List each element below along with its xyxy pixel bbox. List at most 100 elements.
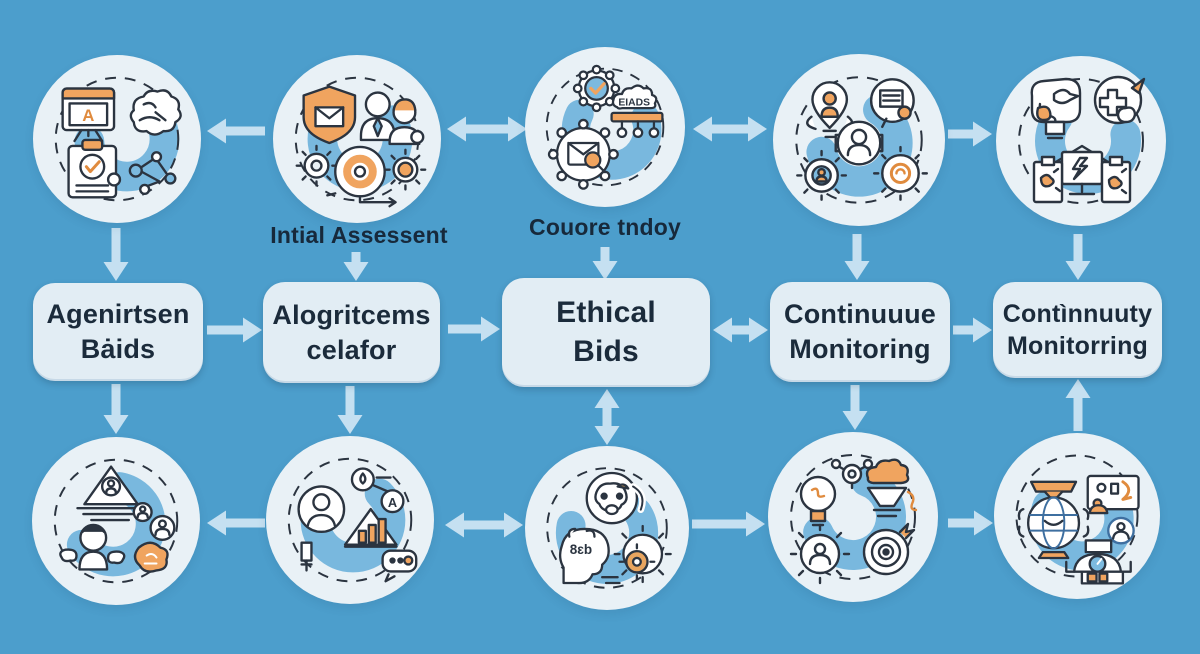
arrow-bottom-d4-d5 bbox=[948, 510, 993, 536]
arrow-bottom-d3-d4 bbox=[692, 511, 765, 537]
caption-initial-assessment: Intial Assessent bbox=[270, 222, 448, 248]
worker-person-icon bbox=[388, 98, 425, 146]
photo-card-icon bbox=[1086, 474, 1140, 515]
double-gear-icon bbox=[613, 524, 672, 584]
machine-gauge-icon bbox=[1065, 539, 1132, 585]
map-blob-icon bbox=[133, 541, 169, 573]
node-system-monitoring bbox=[996, 56, 1166, 226]
node-initial-assessment bbox=[273, 55, 441, 223]
gear-person-icon bbox=[796, 149, 848, 201]
cloud-funnel-icon bbox=[865, 458, 918, 518]
svg-text:A: A bbox=[82, 106, 94, 125]
gear-user-icon bbox=[789, 523, 851, 585]
arrow-c1-box1 bbox=[103, 228, 129, 281]
person-pin-lightbulb-icon bbox=[806, 81, 854, 139]
brain-icon bbox=[129, 89, 182, 136]
arrow-box3-d3 bbox=[594, 389, 620, 445]
arrow-box3-box4 bbox=[713, 317, 768, 343]
juggler-person-icon bbox=[59, 523, 126, 571]
dashed-ring bbox=[790, 454, 916, 580]
arrow-box1-d1 bbox=[103, 384, 129, 434]
caption-core-study: Couore tndoy bbox=[529, 214, 681, 240]
flowbox-continuous-monitoring: Continuuue Monitoring bbox=[770, 282, 950, 382]
toggle-bubble-icon bbox=[381, 549, 418, 583]
flowbox-agenirtsen-bids: Agenirtsen Bȧids bbox=[33, 283, 203, 381]
arrow-box2-box3 bbox=[448, 316, 500, 342]
dashed-ring bbox=[545, 67, 665, 187]
node-core-audit: EIADS bbox=[525, 47, 685, 207]
arrow-bottom-d2-d3 bbox=[445, 512, 523, 538]
dashed-ring bbox=[795, 76, 923, 204]
cloud-label-icon: EIADS bbox=[610, 84, 664, 139]
flowbox-label-line1: Continuuue bbox=[784, 299, 936, 330]
flowbox-ethical-bids: Ethical Bids bbox=[502, 278, 710, 387]
cloud-label-text: EIADS bbox=[618, 97, 650, 108]
presentation-board-icon: A bbox=[61, 87, 116, 143]
arrow-d5-box5 bbox=[1065, 379, 1091, 431]
user-badge-icon bbox=[132, 502, 176, 541]
operator-medallion-icon bbox=[834, 120, 884, 166]
dashed-ring bbox=[54, 76, 180, 202]
node-team-operations bbox=[773, 54, 945, 226]
business-person-icon bbox=[359, 91, 396, 142]
svg-text:A: A bbox=[388, 495, 397, 510]
arrow-box4-box5 bbox=[953, 317, 992, 343]
gear-check-icon bbox=[572, 64, 621, 113]
arrow-box2-d2 bbox=[337, 386, 363, 434]
avatar-icon bbox=[297, 485, 346, 534]
user-circle-icon bbox=[1107, 516, 1135, 545]
clipboard-chart-icon bbox=[1100, 155, 1132, 204]
puzzle-rocket-circle-icon bbox=[1093, 75, 1146, 125]
gear-icon bbox=[295, 144, 338, 187]
arrow-box4-d4 bbox=[842, 385, 868, 430]
dashed-ring bbox=[53, 458, 179, 584]
node-ai-model-training: A bbox=[33, 55, 201, 223]
mountain-person-icon bbox=[76, 465, 144, 522]
flowbox-algorithms-celafor: Alogritcems celafor bbox=[263, 282, 440, 383]
arrow-c5-box5 bbox=[1065, 234, 1091, 280]
arrow-c2-box2 bbox=[343, 252, 369, 281]
node-global-deployment bbox=[994, 433, 1160, 599]
arrow-box1-box2 bbox=[207, 317, 262, 343]
flowbox-label-line2: Bids bbox=[573, 334, 639, 368]
network-nodes-icon bbox=[128, 151, 177, 196]
document-bubble-icon bbox=[869, 78, 915, 129]
flowbox-label-line2: Monitorring bbox=[1006, 332, 1149, 360]
arrow-top-c2-c1 bbox=[207, 118, 265, 144]
profile-head-icon: 8ɛb bbox=[558, 527, 621, 585]
flowbox-label-line1: Contìnnuuty bbox=[1002, 300, 1153, 328]
node-community-impact bbox=[32, 437, 200, 605]
arrow-top-c4-c5 bbox=[948, 121, 992, 147]
dashed-ring bbox=[1015, 454, 1139, 578]
lightbulb-icon bbox=[799, 475, 837, 527]
flowbox-continuity-monitoring: Contìnnuuty Monitorring bbox=[993, 282, 1162, 378]
flowbox-label-line1: Ethical bbox=[556, 296, 656, 330]
gear-swirl-icon bbox=[872, 145, 929, 201]
droplet-badge-icon bbox=[350, 467, 392, 493]
hanging-bulbs-icon bbox=[616, 120, 660, 139]
arrow-c3-box3 bbox=[592, 247, 618, 280]
letter-a-badge-icon: A bbox=[380, 489, 405, 514]
arrow-top-c2-c3 bbox=[447, 116, 527, 142]
flowbox-label-line2: Bȧids bbox=[80, 334, 156, 364]
monitor-alert-icon bbox=[1044, 144, 1120, 196]
node-improvement-funnel bbox=[768, 432, 938, 602]
surprised-face-icon bbox=[585, 471, 646, 525]
arrow-bottom-d2-d1 bbox=[207, 510, 265, 536]
checklist-gear-icon bbox=[67, 138, 122, 199]
dartboard-icon bbox=[862, 522, 916, 576]
orange-gear-icon bbox=[384, 148, 427, 191]
shield-envelope-icon bbox=[302, 85, 357, 145]
arrow-c4-box4 bbox=[844, 234, 870, 280]
node-user-analytics: A bbox=[266, 436, 434, 604]
crosshair-globe-icon bbox=[1017, 496, 1090, 560]
node-bias-awareness: 8ɛb bbox=[525, 446, 689, 610]
flowbox-label-line2: celafor bbox=[306, 334, 397, 365]
dashed-ring bbox=[546, 467, 668, 589]
bulb-head-bird-icon bbox=[1030, 77, 1082, 140]
target-rings-icon bbox=[326, 145, 397, 208]
bar-chart-mountain-icon bbox=[343, 507, 398, 548]
flowbox-label-line1: Alogritcems bbox=[272, 299, 431, 330]
